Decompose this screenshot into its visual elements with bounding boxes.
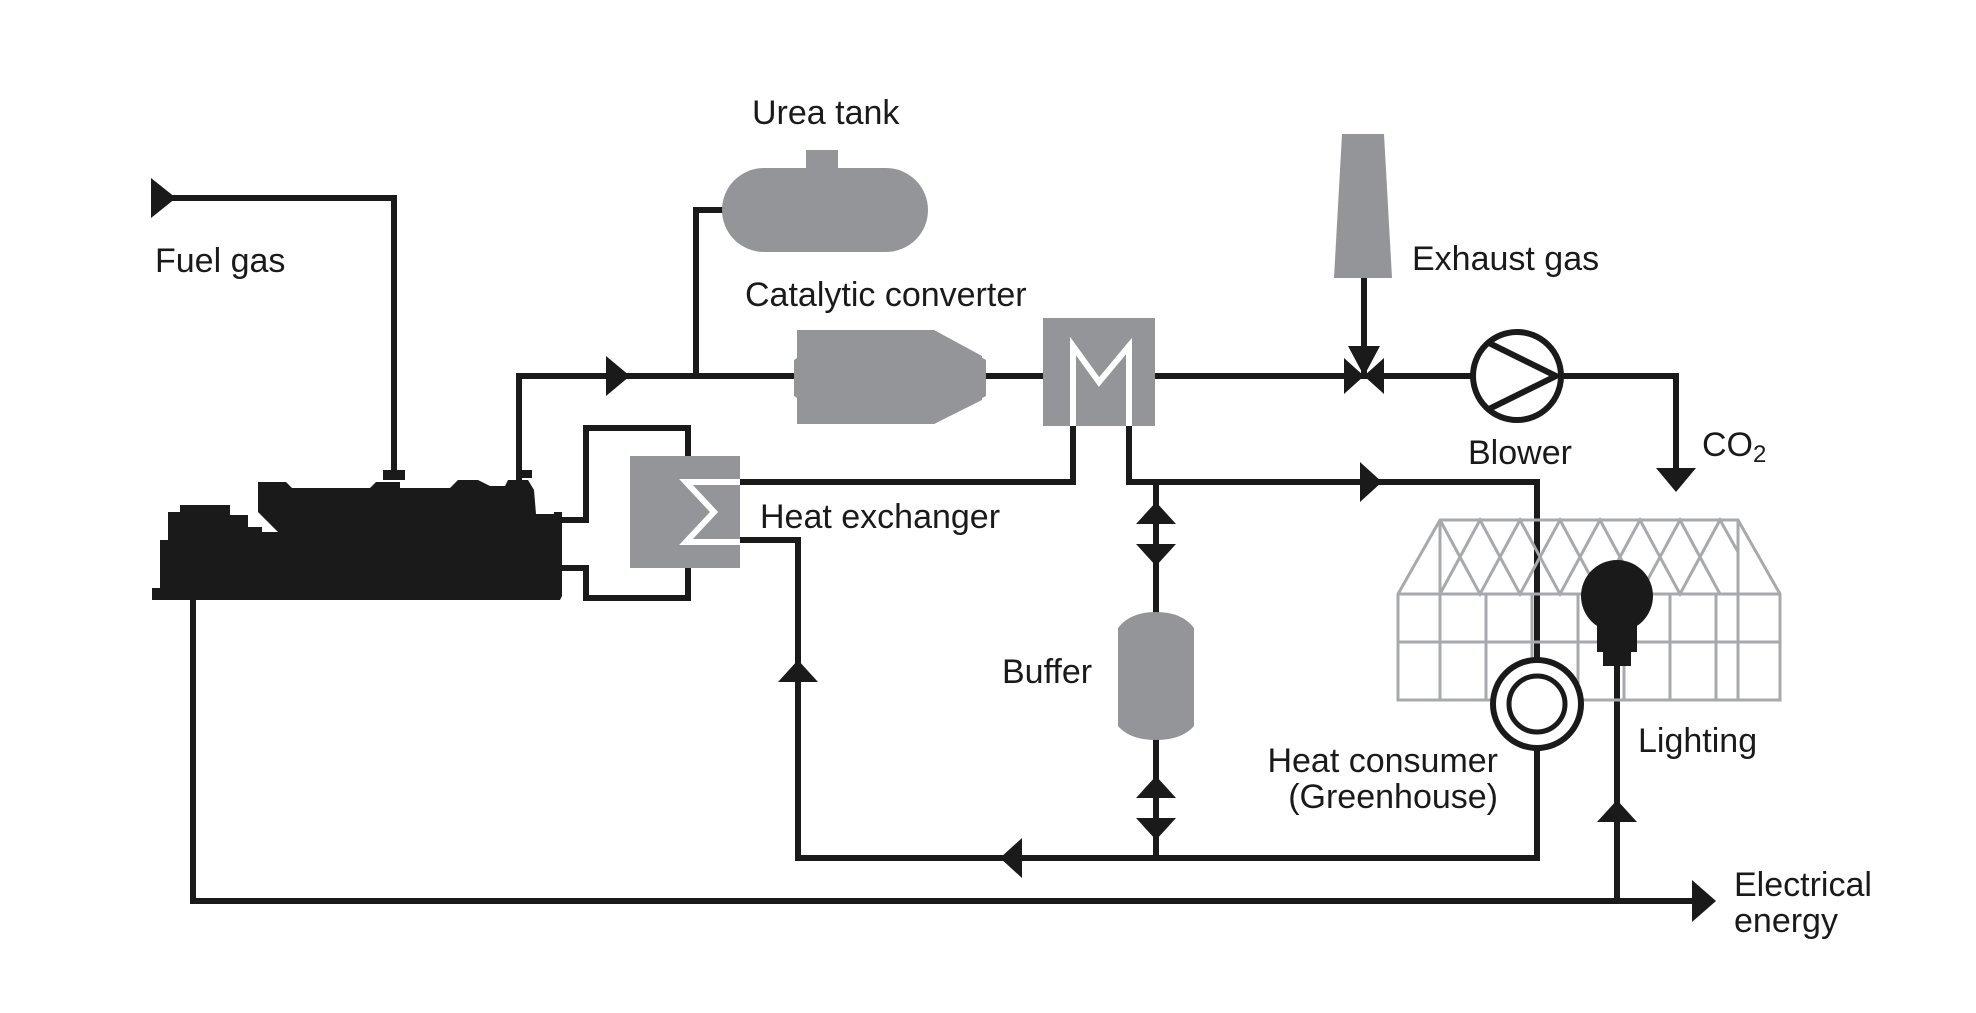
label-buffer: Buffer	[1002, 653, 1092, 691]
label-fuel-gas: Fuel gas	[155, 242, 285, 280]
valve-top-triangle	[1348, 346, 1380, 376]
co2-down-arrow	[1656, 468, 1696, 492]
label-lighting: Lighting	[1638, 722, 1757, 760]
buffer-upper-arrow-up	[1136, 502, 1176, 524]
label-catalytic-converter: Catalytic converter	[745, 276, 1027, 314]
heat-exchanger	[630, 456, 740, 568]
electrical-line	[190, 592, 1700, 904]
urea-line	[693, 207, 725, 376]
engine-return-loop	[558, 565, 691, 601]
electrical-energy-arrow	[1692, 880, 1716, 922]
valve-left-triangle	[1344, 358, 1364, 394]
engine-cooling-loop	[558, 425, 691, 523]
label-heat-consumer: Heat consumer	[1267, 742, 1498, 780]
blower	[1470, 329, 1564, 423]
label-heat-exchanger: Heat exchanger	[760, 498, 1000, 536]
valve-right-triangle	[1364, 358, 1384, 394]
label-co2: CO2	[1702, 426, 1766, 468]
heat-hx-link	[740, 426, 1076, 485]
label-urea-tank: Urea tank	[752, 94, 900, 132]
heat-consumer	[1490, 657, 1584, 751]
flow-arrows	[151, 178, 1716, 922]
lighting-bulb	[1581, 560, 1653, 666]
label-blower: Blower	[1468, 434, 1572, 472]
buffer-lower-arrow-down	[1136, 818, 1176, 840]
exhaust-flow-arrow	[606, 356, 630, 396]
label-heat-consumer-sub: (Greenhouse)	[1288, 778, 1498, 816]
catalytic-converter-body	[794, 330, 986, 424]
return-line	[740, 537, 1540, 861]
return-flow-arrow	[1000, 838, 1022, 878]
buffer-tank	[1118, 612, 1194, 740]
label-exhaust-gas: Exhaust gas	[1412, 240, 1599, 278]
label-electrical: Electrical	[1734, 866, 1872, 904]
fuel-gas-line	[160, 195, 397, 475]
co2-line	[1560, 373, 1679, 468]
supply-line	[1126, 426, 1540, 660]
label-electrical-sub: energy	[1734, 902, 1838, 940]
lighting-up-arrow	[1597, 800, 1637, 822]
urea-tank	[722, 150, 928, 252]
exhaust-heat-exchanger	[1043, 318, 1155, 426]
fuel-gas-arrow	[151, 178, 176, 218]
hx-return-up-arrow	[778, 660, 818, 682]
engine-silhouette	[152, 470, 562, 600]
exhaust-stack	[1334, 134, 1392, 278]
buffer-lower-arrow-up	[1136, 776, 1176, 798]
buffer-upper-arrow-down	[1136, 544, 1176, 566]
supply-flow-arrow	[1360, 462, 1382, 502]
